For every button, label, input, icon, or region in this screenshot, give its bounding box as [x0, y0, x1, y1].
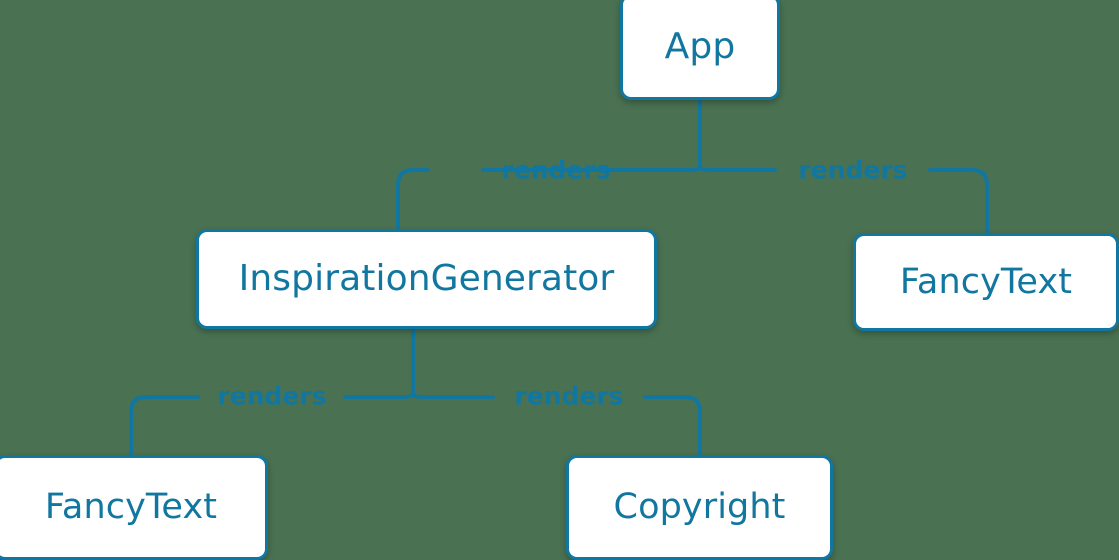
edge-inspirationgenerator-to-copyright	[411, 393, 702, 457]
node-copyright-label: Copyright	[613, 487, 786, 527]
node-fancytext-bottom[interactable]: FancyText	[0, 455, 268, 560]
node-copyright[interactable]: Copyright	[566, 455, 833, 560]
node-inspiration-generator[interactable]: InspirationGenerator	[196, 229, 657, 329]
node-inspiration-generator-label: InspirationGenerator	[238, 258, 615, 299]
node-app[interactable]: App	[620, 0, 780, 100]
node-fancytext-bottom-label: FancyText	[44, 487, 218, 527]
node-fancytext-right-label: FancyText	[899, 261, 1073, 302]
node-fancytext-right[interactable]: FancyText	[853, 233, 1119, 331]
edge-label-app-to-inspirationgenerator: renders	[501, 155, 611, 185]
node-app-label: App	[664, 26, 736, 67]
edge-label-inspirationgenerator-to-fancytext-bottom: renders	[217, 381, 327, 411]
edge-label-inspirationgenerator-to-copyright: renders	[514, 381, 624, 411]
edge-app-to-fancytext-right	[698, 166, 989, 235]
edge-label-app-to-fancytext-right: renders	[798, 155, 908, 185]
